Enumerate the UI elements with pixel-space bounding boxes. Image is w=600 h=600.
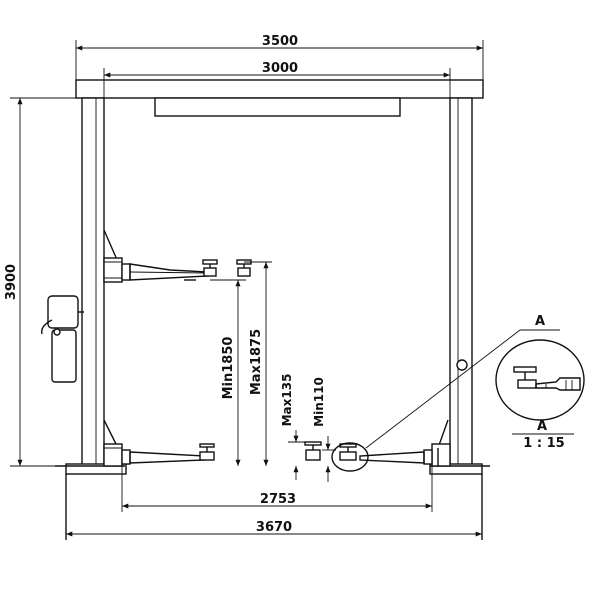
detail-callout-label: A xyxy=(535,314,545,329)
dim-drive-through: 2753 xyxy=(121,466,433,512)
dim-min-lift-height: Min1850 xyxy=(210,279,246,466)
dim-min-pad-height: Min110 xyxy=(312,377,336,482)
dim-label-max-lift-height: Max1875 xyxy=(249,329,264,395)
detail-callout-circle xyxy=(331,442,369,472)
lift-pad-raised-1 xyxy=(202,259,218,277)
left-column xyxy=(81,97,105,467)
dim-max-lift-height: Max1875 xyxy=(244,261,272,466)
raised-lift-arms xyxy=(103,229,252,283)
dim-max-pad-height: Max135 xyxy=(280,374,305,480)
dim-label-drive-through: 2753 xyxy=(260,492,296,507)
lowered-lift-arms xyxy=(103,419,451,467)
dim-label-base-width: 3670 xyxy=(256,520,292,535)
dim-label-min-lift-height: Min1850 xyxy=(221,337,236,400)
dim-height: 3900 xyxy=(4,97,82,467)
dim-overall-width: 3500 xyxy=(75,34,484,80)
dim-label-max-pad-height: Max135 xyxy=(280,374,294,427)
detail-a-view xyxy=(495,339,585,421)
dim-base-width: 3670 xyxy=(65,474,483,540)
dim-label-overall-width: 3500 xyxy=(262,34,298,49)
detail-scale: 1 : 15 xyxy=(523,436,564,451)
dim-label-min-pad-height: Min110 xyxy=(312,377,326,427)
dim-label-inner-width: 3000 xyxy=(262,61,298,76)
lift-pad-lowered-left xyxy=(199,443,215,461)
lift-pad-lowered-right xyxy=(339,443,357,461)
dim-inner-width: 3000 xyxy=(103,61,451,98)
dim-label-height: 3900 xyxy=(4,264,19,300)
right-column xyxy=(449,97,473,467)
pad-height-detail xyxy=(304,441,322,461)
lock-release-knob xyxy=(456,359,468,371)
detail-scale-letter: A xyxy=(537,419,547,434)
top-beam xyxy=(75,79,484,117)
power-unit xyxy=(41,295,84,383)
